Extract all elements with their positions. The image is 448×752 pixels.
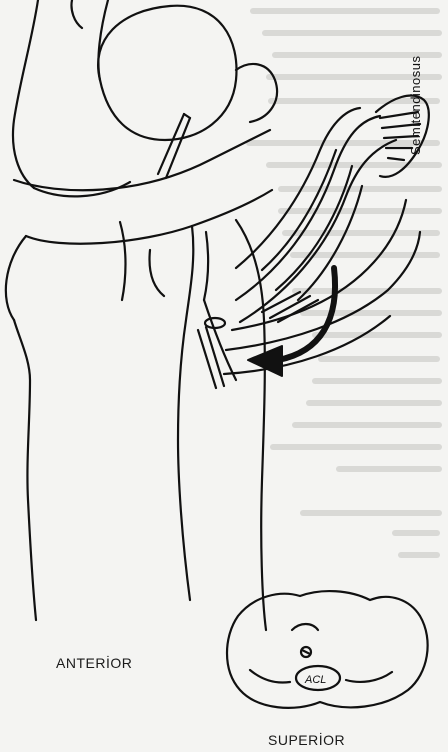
- tibial-plateau-superior-view: [227, 591, 428, 708]
- tibia-drawing: [6, 190, 272, 630]
- femur-drawing: [13, 0, 277, 196]
- tibial-screw: [198, 318, 225, 388]
- acl-label: ACL: [304, 674, 326, 686]
- semitendinosus-label: Semitendinosus: [408, 56, 423, 156]
- anterior-label: ANTERİOR: [56, 655, 132, 671]
- guide-pin-femur: [158, 114, 190, 178]
- superior-label: SUPERİOR: [268, 732, 345, 748]
